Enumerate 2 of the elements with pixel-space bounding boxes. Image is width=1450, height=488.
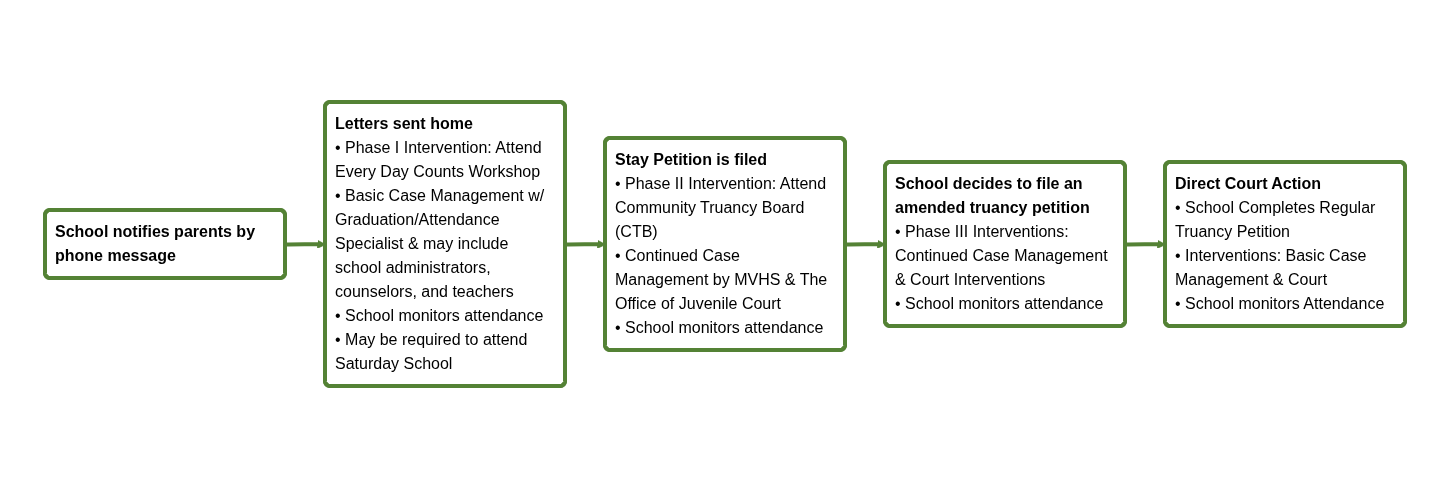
node-text: Stay Petition is filed • Phase II Intervention: Attend Community Truancy Board (CTB) • Continued Case Management by MVHS & The Office of Juvenile Court • School monitors attendance (615, 151, 828, 336)
node-text: Letters sent home • Phase I Intervention: Attend Every Day Counts Workshop • Basic Case Management w/ Graduation/Attendance Specialist & may include school administrators, counselors, and teachers • School monitors attendance • May be required to attend Saturday School (335, 115, 545, 372)
